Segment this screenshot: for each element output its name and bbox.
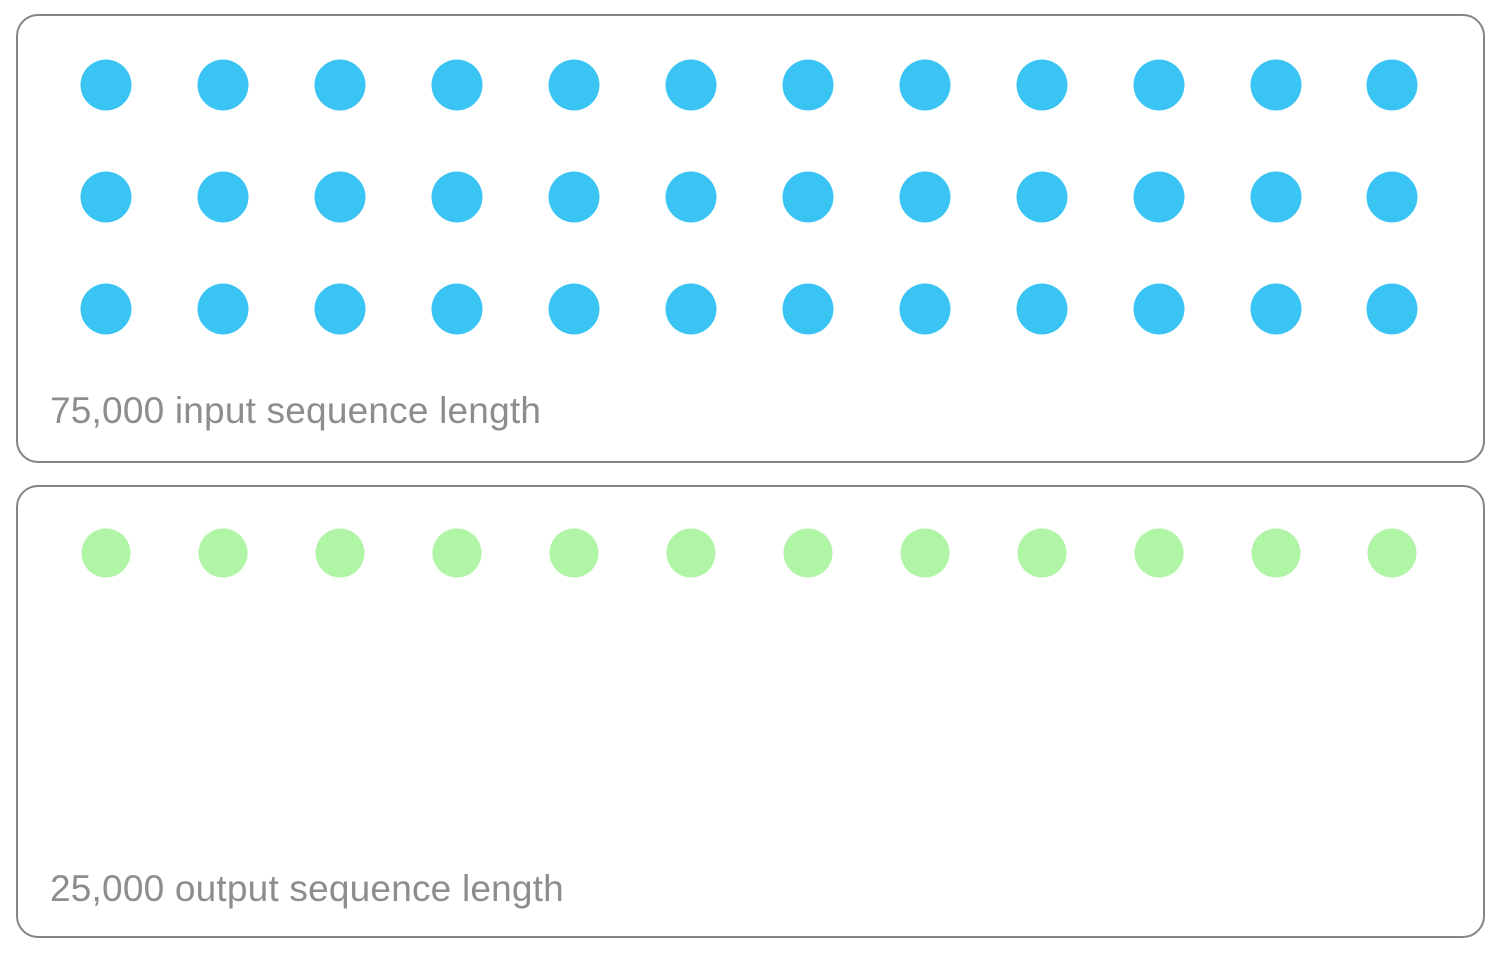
output-token-dot xyxy=(1017,528,1067,578)
input-token-dot xyxy=(314,59,366,111)
input-token-dot xyxy=(1133,171,1185,223)
input-token-dot xyxy=(1366,59,1418,111)
input-dot-grid xyxy=(18,29,1483,365)
input-token-dot xyxy=(197,171,249,223)
input-token-dot xyxy=(1366,283,1418,335)
input-token-dot xyxy=(314,283,366,335)
output-sequence-label: 25,000 output sequence length xyxy=(50,868,564,909)
input-token-dot xyxy=(665,283,717,335)
input-token-dot xyxy=(548,283,600,335)
output-dot-grid xyxy=(18,497,1483,609)
input-sequence-label: 75,000 input sequence length xyxy=(50,390,542,431)
input-token-dot xyxy=(899,59,951,111)
input-sequence-card: 75,000 input sequence length xyxy=(16,14,1485,463)
output-token-dot xyxy=(1251,528,1301,578)
output-token-dot xyxy=(549,528,599,578)
input-token-dot xyxy=(782,59,834,111)
input-token-dot xyxy=(80,171,132,223)
input-token-dot xyxy=(197,59,249,111)
input-token-dot xyxy=(1133,283,1185,335)
input-token-dot xyxy=(314,171,366,223)
dot-row xyxy=(18,497,1483,609)
input-token-dot xyxy=(1016,59,1068,111)
input-token-dot xyxy=(665,171,717,223)
input-token-dot xyxy=(1366,171,1418,223)
input-token-dot xyxy=(431,171,483,223)
output-token-dot xyxy=(315,528,365,578)
dot-row xyxy=(18,253,1483,365)
input-token-dot xyxy=(431,283,483,335)
output-token-dot xyxy=(198,528,248,578)
input-token-dot xyxy=(1250,171,1302,223)
input-token-dot xyxy=(1016,283,1068,335)
input-token-dot xyxy=(197,283,249,335)
output-token-dot xyxy=(783,528,833,578)
input-token-dot xyxy=(1133,59,1185,111)
output-sequence-card: 25,000 output sequence length xyxy=(16,485,1485,938)
output-token-dot xyxy=(81,528,131,578)
output-token-dot xyxy=(1134,528,1184,578)
input-token-dot xyxy=(80,59,132,111)
output-token-dot xyxy=(432,528,482,578)
card-gap xyxy=(16,463,1485,485)
input-token-dot xyxy=(431,59,483,111)
input-token-dot xyxy=(548,59,600,111)
output-token-dot xyxy=(1367,528,1417,578)
output-token-dot xyxy=(900,528,950,578)
input-token-dot xyxy=(665,59,717,111)
input-token-dot xyxy=(1250,59,1302,111)
dot-row xyxy=(18,141,1483,253)
input-token-dot xyxy=(782,283,834,335)
input-token-dot xyxy=(548,171,600,223)
input-token-dot xyxy=(1016,171,1068,223)
output-token-dot xyxy=(666,528,716,578)
dot-row xyxy=(18,29,1483,141)
input-token-dot xyxy=(80,283,132,335)
input-token-dot xyxy=(899,283,951,335)
input-token-dot xyxy=(782,171,834,223)
input-token-dot xyxy=(899,171,951,223)
input-token-dot xyxy=(1250,283,1302,335)
